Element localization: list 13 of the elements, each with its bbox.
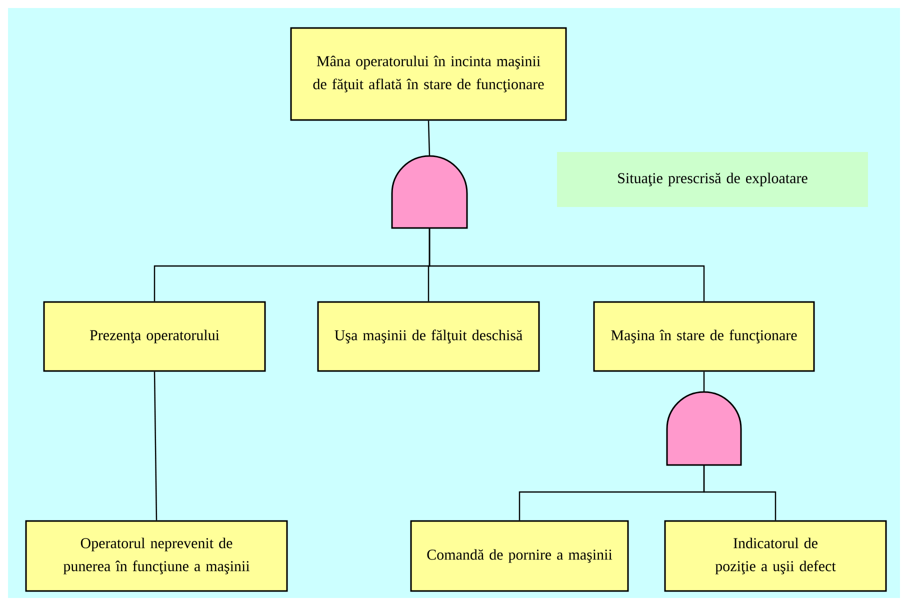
connector-line: [703, 465, 776, 520]
event-box: Operatorul neprevenit de punerea în funcţiune a maşinii: [25, 520, 288, 592]
connector-line: [428, 120, 430, 156]
event-box: Indicatorul de poziţie a uşii defect: [664, 520, 887, 592]
event-box: Mâna operatorului în incinta maşinii de făţuit aflată în stare de funcţionare: [290, 27, 567, 121]
connector-line: [703, 372, 705, 392]
event-box: Uşa maşinii de fălţuit deschisă: [317, 301, 540, 372]
connector-line: [154, 372, 158, 520]
event-box: Prezenţa operatorului: [43, 301, 266, 372]
event-box: Maşina în stare de funcţionare: [593, 301, 815, 372]
connector-line: [428, 228, 705, 302]
event-box: Comandă de pornire a maşinii: [410, 520, 629, 592]
note-box: Situaţie prescrisă de exploatare: [557, 152, 868, 207]
